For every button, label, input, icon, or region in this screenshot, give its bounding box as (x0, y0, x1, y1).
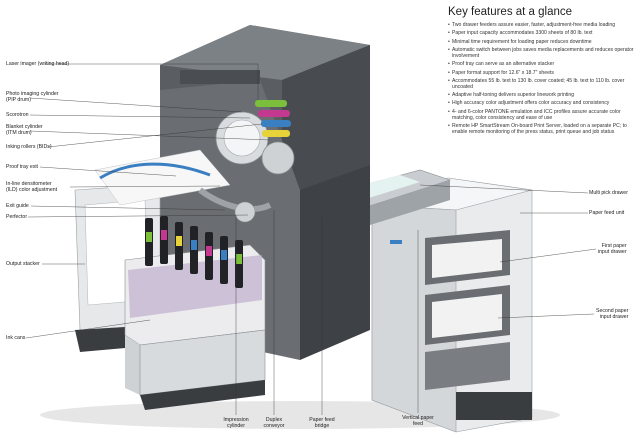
label-ink-cans: Ink cans (6, 335, 26, 341)
label-proof-tray-exit: Proof tray exit (6, 164, 39, 170)
label-first-input-drawer: First paper input drawer (598, 243, 627, 255)
feature-item: Proof tray can serve as an alternative s… (448, 61, 638, 67)
key-features-list: Two drawer feeders assure easier, faster… (448, 22, 638, 135)
label-impression-cylinder: Impression cylinder (223, 417, 248, 429)
label-blanket-line1: Blanket cylinder (6, 124, 43, 130)
brand-strip (390, 240, 402, 244)
label-laser-imager: Laser imager (writing head) (6, 61, 70, 67)
label-impression-line1: Impression (223, 417, 249, 423)
label-ild-line2: (ILD) color adjustment (6, 187, 58, 193)
feature-item: High accuracy color adjustment offers co… (448, 100, 638, 106)
leader-lines (25, 63, 597, 415)
label-vertical-paper-feed: Vertical paper feed (402, 415, 434, 427)
duplex-conveyor (198, 187, 272, 223)
feature-item: Paper input capacity accommodates 3300 s… (448, 30, 638, 36)
label-vertical-line1: Vertical paper (402, 415, 434, 421)
label-first-line1: First paper (601, 243, 627, 249)
label-inking-rollers: Inking rollers (BIDs) (6, 144, 52, 150)
feature-item: Paper format support for 12.6" x 18.7" s… (448, 70, 638, 76)
label-ild-line1: In-line densitometer (6, 181, 52, 187)
label-densitometer: In-line densitometer (ILD) color adjustm… (6, 181, 57, 193)
key-features-panel: Key features at a glance Two drawer feed… (448, 6, 638, 137)
feature-item: Accommodates 55 lb. text to 130 lb. cove… (448, 78, 638, 90)
label-pip-drum: Photo imaging cylinder (PIP drum) (6, 91, 58, 103)
label-duplex-conveyor: Duplex conveyor (263, 417, 284, 429)
label-paper-feed-bridge: Paper feed bridge (309, 417, 334, 429)
label-second-line2: input drawer (599, 314, 629, 320)
feature-item: Minimal time requirement for loading pap… (448, 39, 638, 45)
feature-item: Two drawer feeders assure easier, faster… (448, 22, 638, 28)
imaging-drums (180, 70, 295, 175)
label-first-line2: input drawer (598, 249, 627, 255)
label-pip-line2: (PIP drum) (6, 97, 31, 103)
label-multi-pick-drawer: Multi pick drawer (589, 190, 628, 196)
label-perfector: Perfector (6, 214, 28, 220)
label-vertical-line2: feed (412, 421, 424, 427)
label-bridge-line2: bridge (314, 423, 330, 429)
label-duplex-line1: Duplex (265, 417, 283, 423)
label-paper-feed-unit: Paper feed unit (589, 210, 625, 216)
label-impression-line2: cylinder (227, 423, 245, 429)
label-blanket-line2: (ITM drum) (6, 130, 32, 136)
ink-cabinet (124, 216, 266, 410)
label-pip-line1: Photo imaging cylinder (6, 91, 59, 97)
label-output-stacker: Output stacker (6, 261, 40, 267)
feature-item: 4- and 6-color PANTONE emulation and ICC… (448, 109, 638, 121)
label-second-line1: Second paper (596, 308, 629, 314)
label-bridge-line1: Paper feed (309, 417, 335, 423)
feature-item: Automatic switch between jobs saves medi… (448, 47, 638, 59)
label-second-input-drawer: Second paper input drawer (596, 308, 628, 320)
label-blanket-cylinder: Blanket cylinder (ITM drum) (6, 124, 43, 136)
key-features-title: Key features at a glance (448, 6, 573, 18)
feature-item: Remote HP SmartStream On-board Print Ser… (448, 123, 638, 135)
feature-item: Adaptive half-toning delivers superior l… (448, 92, 638, 98)
label-scorotron: Scorotron (6, 112, 29, 118)
label-duplex-line2: conveyor (263, 423, 285, 429)
label-exit-guide: Exit guide (6, 203, 29, 209)
